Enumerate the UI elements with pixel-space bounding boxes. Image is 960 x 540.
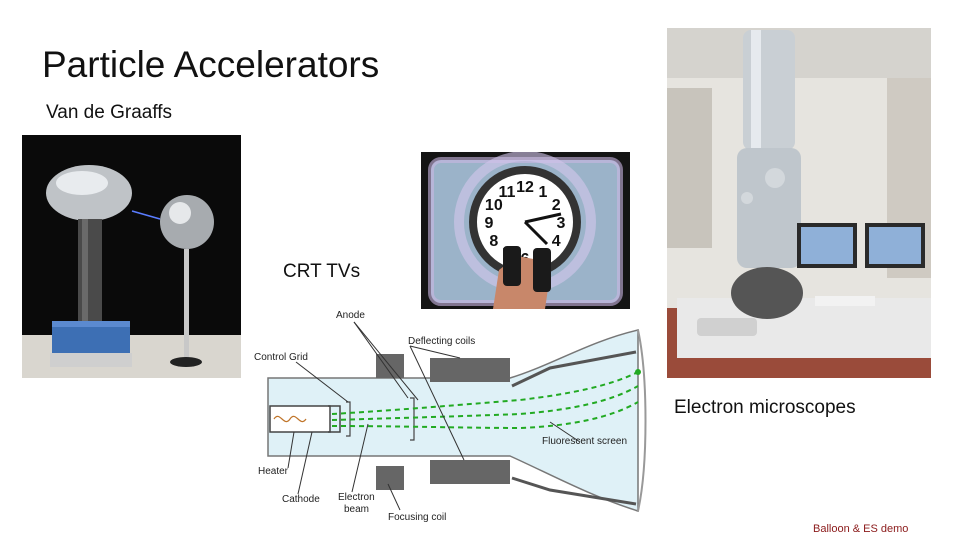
clock-numeral: 11 — [499, 184, 516, 201]
label-control-grid: Control Grid — [254, 352, 308, 363]
van-de-graaff-photo — [22, 135, 241, 378]
subtitle-van-de-graaffs: Van de Graaffs — [46, 102, 173, 123]
clock-numeral: 9 — [485, 215, 494, 232]
crt-diagram: Anode Deflecting coils Control Grid Fluo… — [250, 306, 660, 524]
clock-numeral: 2 — [552, 197, 561, 214]
electron-microscopes-caption: Electron microscopes — [674, 397, 856, 418]
label-deflecting-coils: Deflecting coils — [408, 336, 475, 347]
label-anode: Anode — [336, 310, 365, 321]
label-beam: beam — [344, 504, 369, 515]
clock-numeral: 8 — [489, 233, 498, 250]
clock-numeral: 3 — [557, 215, 566, 232]
clock-numeral: 10 — [485, 197, 503, 214]
clock-numeral: 1 — [539, 184, 548, 201]
label-fluorescent-screen: Fluorescent screen — [542, 436, 627, 447]
label-focusing-coil: Focusing coil — [388, 512, 446, 523]
electron-microscope-photo — [667, 28, 931, 378]
label-cathode: Cathode — [282, 494, 320, 505]
clock-numeral: 4 — [552, 233, 561, 250]
crt-tv-photo: 121234567891011 — [421, 152, 630, 309]
label-electron: Electron — [338, 492, 375, 503]
demo-note: Balloon & ES demo — [813, 523, 909, 535]
slide-title: Particle Accelerators — [42, 44, 380, 85]
label-heater: Heater — [258, 466, 289, 477]
crt-tvs-caption: CRT TVs — [283, 261, 361, 282]
clock-numeral: 12 — [516, 179, 534, 196]
